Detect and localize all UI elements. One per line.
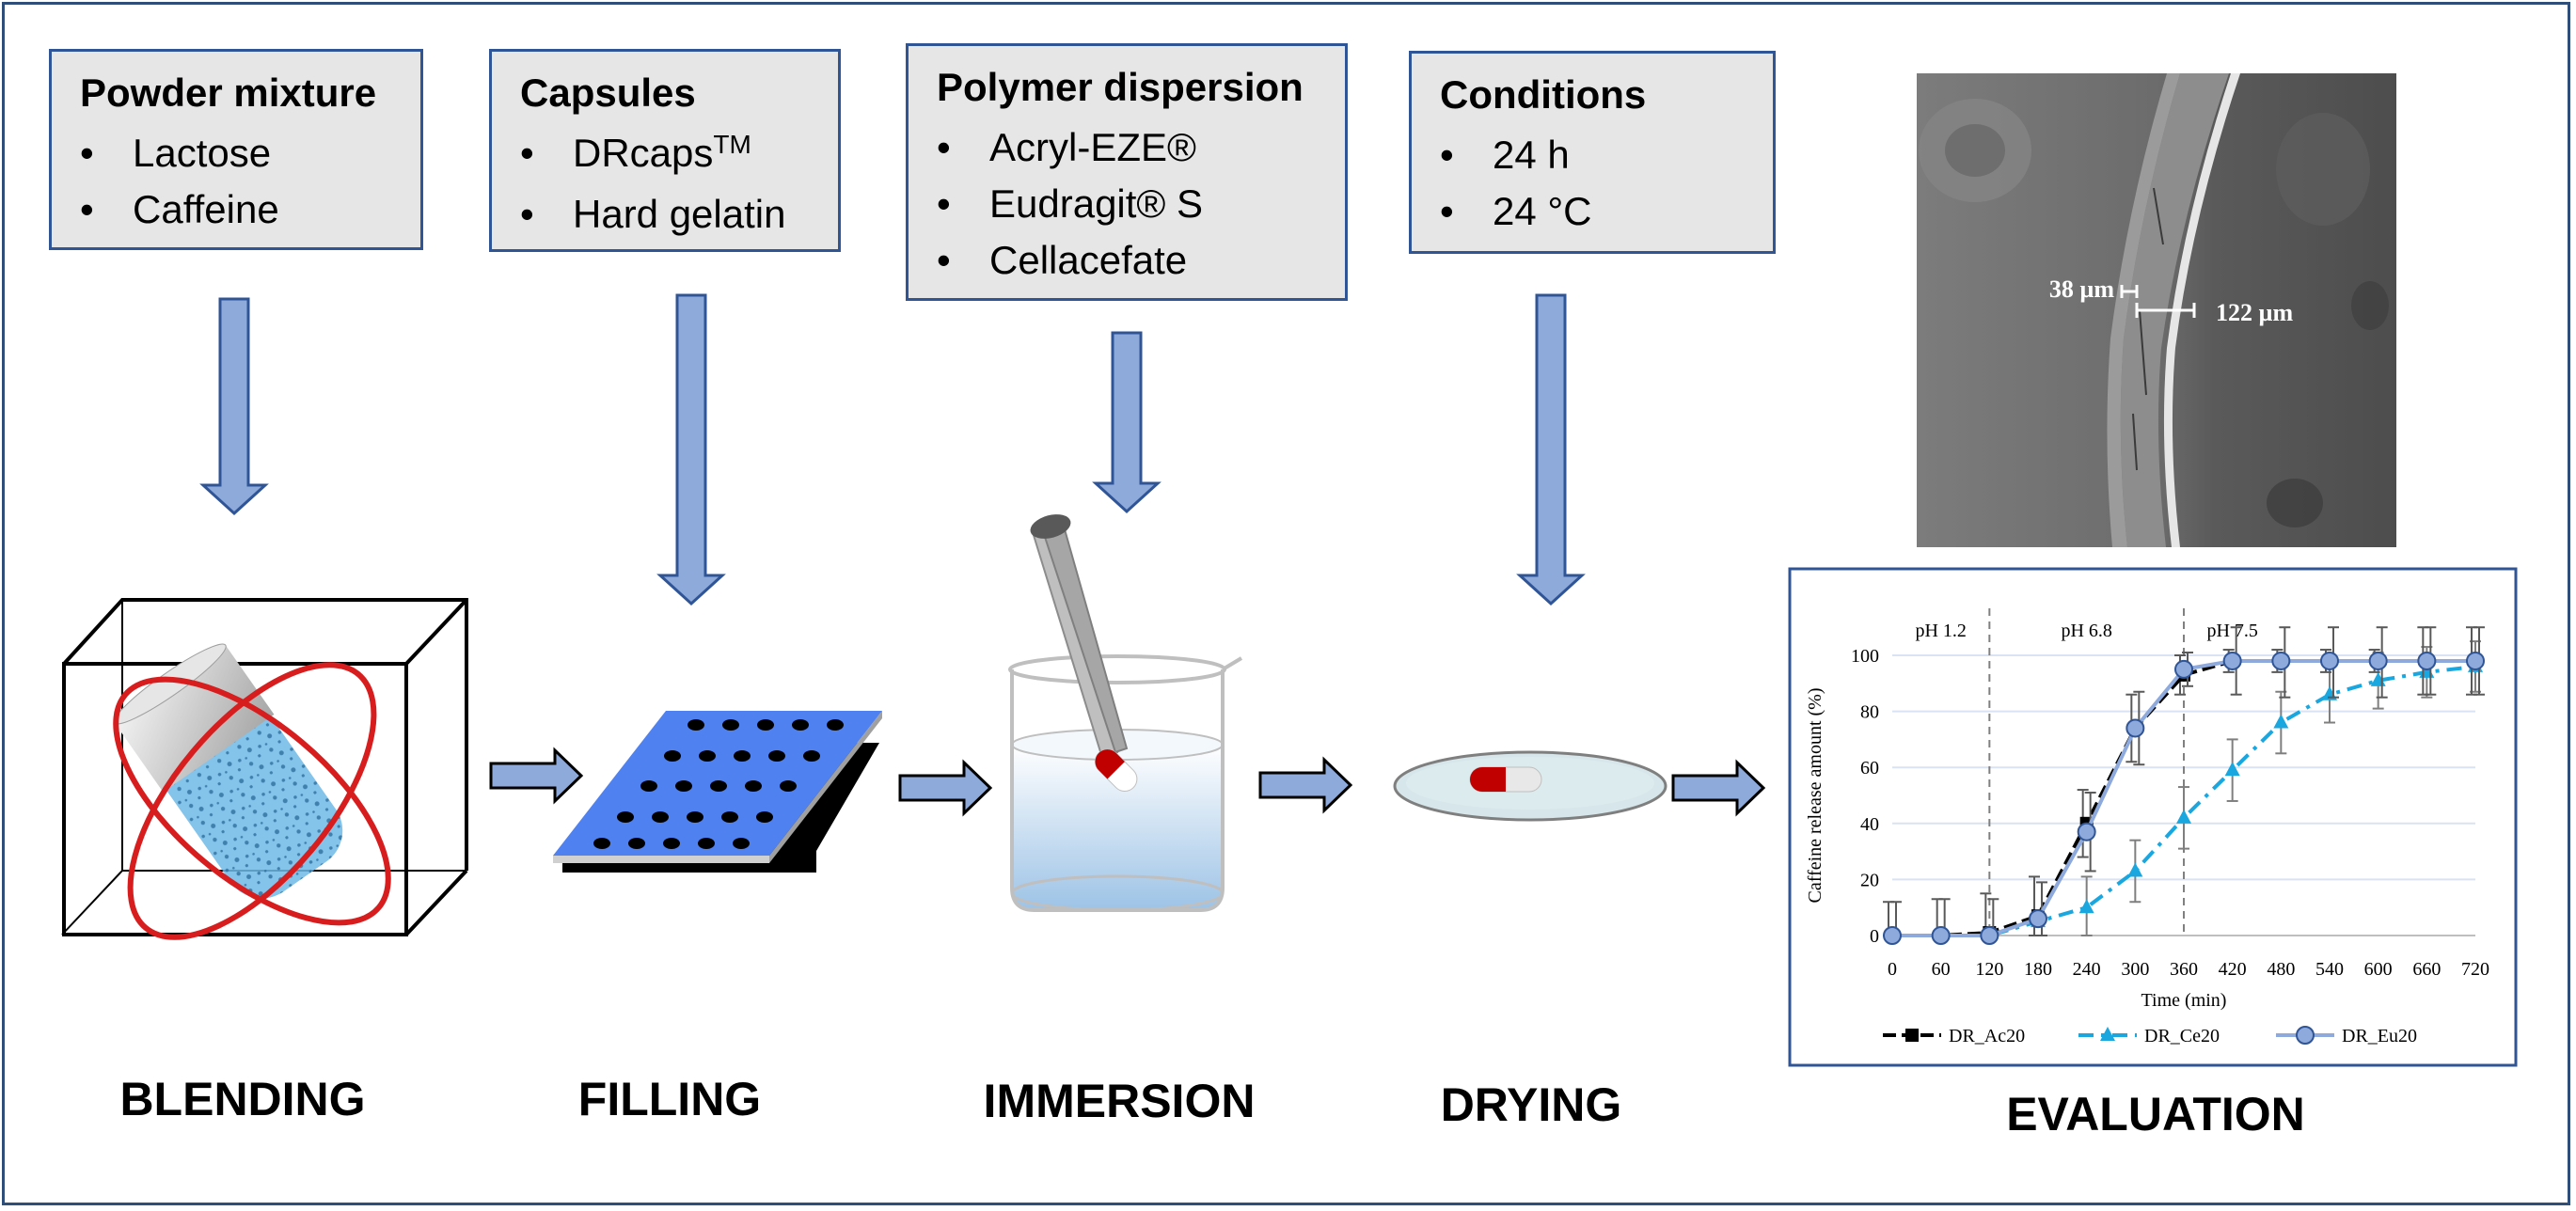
data-point bbox=[2078, 899, 2094, 914]
data-point bbox=[2176, 809, 2191, 824]
down-arrow-icon bbox=[656, 293, 726, 606]
thickness-label-thick: 122 µm bbox=[2216, 299, 2293, 326]
data-point bbox=[2273, 714, 2289, 729]
x-tick-label: 720 bbox=[2461, 959, 2489, 980]
box-title: Polymer dispersion bbox=[937, 65, 1304, 109]
box-item: Hard gelatin bbox=[520, 186, 810, 243]
legend-item: DR_Ac20 bbox=[1883, 1026, 2025, 1046]
legend-label: DR_Ac20 bbox=[1949, 1026, 2025, 1046]
x-tick-label: 360 bbox=[2170, 959, 2198, 980]
legend-item: DR_Ce20 bbox=[2078, 1026, 2220, 1046]
data-point bbox=[2077, 822, 2096, 841]
box-item: Lactose bbox=[80, 125, 392, 181]
down-arrow-icon bbox=[1516, 293, 1586, 606]
x-tick-label: 120 bbox=[1975, 959, 2003, 980]
x-tick-label: 180 bbox=[2024, 959, 2052, 980]
data-point bbox=[1931, 926, 1951, 945]
capsules-box: Capsules DRcapsTM Hard gelatin bbox=[489, 49, 841, 252]
right-arrow-icon bbox=[1671, 759, 1766, 817]
data-point bbox=[2224, 762, 2240, 777]
x-tick-label: 660 bbox=[2412, 959, 2441, 980]
polymer-dispersion-box: Polymer dispersion Acryl-EZE® Eudragit® … bbox=[906, 43, 1348, 301]
box-title: Conditions bbox=[1440, 72, 1647, 117]
box-item: Caffeine bbox=[80, 181, 392, 238]
x-axis-title: Time (min) bbox=[2141, 990, 2227, 1011]
blender-icon bbox=[61, 598, 468, 940]
down-arrow-icon bbox=[199, 297, 269, 516]
data-point bbox=[2417, 651, 2437, 670]
data-point bbox=[1980, 926, 1999, 945]
legend-label: DR_Eu20 bbox=[2342, 1026, 2417, 1046]
stage-label-blending: BLENDING bbox=[119, 1073, 366, 1125]
x-tick-label: 540 bbox=[2315, 959, 2344, 980]
phase-label: pH 7.5 bbox=[2206, 621, 2257, 641]
data-point bbox=[2174, 659, 2193, 679]
box-item: 24 h bbox=[1440, 127, 1745, 183]
phase-label: pH 6.8 bbox=[2061, 621, 2111, 641]
x-tick-label: 420 bbox=[2219, 959, 2247, 980]
data-point bbox=[2029, 909, 2047, 929]
legend-label: DR_Ce20 bbox=[2144, 1026, 2220, 1046]
y-tick-label: 0 bbox=[1870, 926, 1879, 947]
stage-label-evaluation: EVALUATION bbox=[2006, 1088, 2305, 1140]
x-tick-label: 0 bbox=[1888, 959, 1897, 980]
y-tick-label: 20 bbox=[1860, 870, 1879, 890]
y-tick-label: 100 bbox=[1851, 646, 1879, 667]
y-tick-label: 40 bbox=[1860, 814, 1879, 835]
data-point bbox=[2320, 651, 2339, 670]
right-arrow-icon bbox=[1258, 756, 1353, 814]
data-point bbox=[2127, 862, 2143, 877]
box-item: Cellacefate bbox=[937, 232, 1317, 289]
trademark-superscript: TM bbox=[713, 130, 751, 159]
legend-marker bbox=[1905, 1029, 1919, 1042]
data-point bbox=[2222, 651, 2242, 670]
box-item-text: DRcaps bbox=[573, 131, 714, 175]
box-title: Powder mixture bbox=[80, 71, 377, 115]
box-item: 24 °C bbox=[1440, 183, 1745, 240]
conditions-box: Conditions 24 h 24 °C bbox=[1409, 51, 1776, 254]
box-item: Acryl-EZE® bbox=[937, 119, 1317, 176]
x-tick-label: 480 bbox=[2267, 959, 2295, 980]
x-tick-label: 300 bbox=[2121, 959, 2149, 980]
data-point bbox=[1883, 926, 1902, 945]
stage-label-drying: DRYING bbox=[1440, 1078, 1622, 1131]
box-item: DRcapsTM bbox=[520, 125, 810, 186]
right-arrow-icon bbox=[489, 747, 584, 805]
powder-mixture-box: Powder mixture Lactose Caffeine bbox=[49, 49, 423, 250]
x-tick-label: 600 bbox=[2364, 959, 2393, 980]
tweezers-icon bbox=[1030, 514, 1138, 792]
data-point bbox=[2368, 651, 2388, 670]
stage-label-filling: FILLING bbox=[577, 1073, 762, 1125]
y-tick-label: 80 bbox=[1860, 702, 1879, 723]
x-tick-label: 60 bbox=[1932, 959, 1951, 980]
stage-label-immersion: IMMERSION bbox=[983, 1075, 1256, 1127]
y-axis-title: Caffeine release amount (%) bbox=[1805, 688, 1825, 904]
box-item: Eudragit® S bbox=[937, 176, 1317, 232]
chart-frame bbox=[1788, 567, 2518, 1067]
right-arrow-icon bbox=[898, 759, 993, 817]
sem-micrograph-image: 38 µm 122 µm bbox=[1917, 73, 2396, 547]
drying-dish-icon bbox=[1393, 750, 1667, 822]
down-arrow-icon bbox=[1092, 331, 1162, 514]
capsule-plate-icon bbox=[553, 711, 882, 897]
data-point bbox=[2126, 718, 2145, 738]
data-point bbox=[2271, 651, 2291, 670]
data-point bbox=[2466, 651, 2485, 670]
box-title: Capsules bbox=[520, 71, 696, 115]
y-tick-label: 60 bbox=[1860, 758, 1879, 778]
release-chart: 0 20 40 60 80 100 0 60 120 180 240 300 360 420 480 540 6… bbox=[1805, 608, 2489, 1046]
legend-item: DR_Eu20 bbox=[2276, 1026, 2417, 1046]
phase-label: pH 1.2 bbox=[1915, 621, 1966, 641]
legend-marker bbox=[2296, 1026, 2315, 1045]
legend-marker bbox=[2100, 1027, 2115, 1041]
x-tick-label: 240 bbox=[2073, 959, 2101, 980]
thickness-label-thin: 38 µm bbox=[2049, 275, 2114, 303]
